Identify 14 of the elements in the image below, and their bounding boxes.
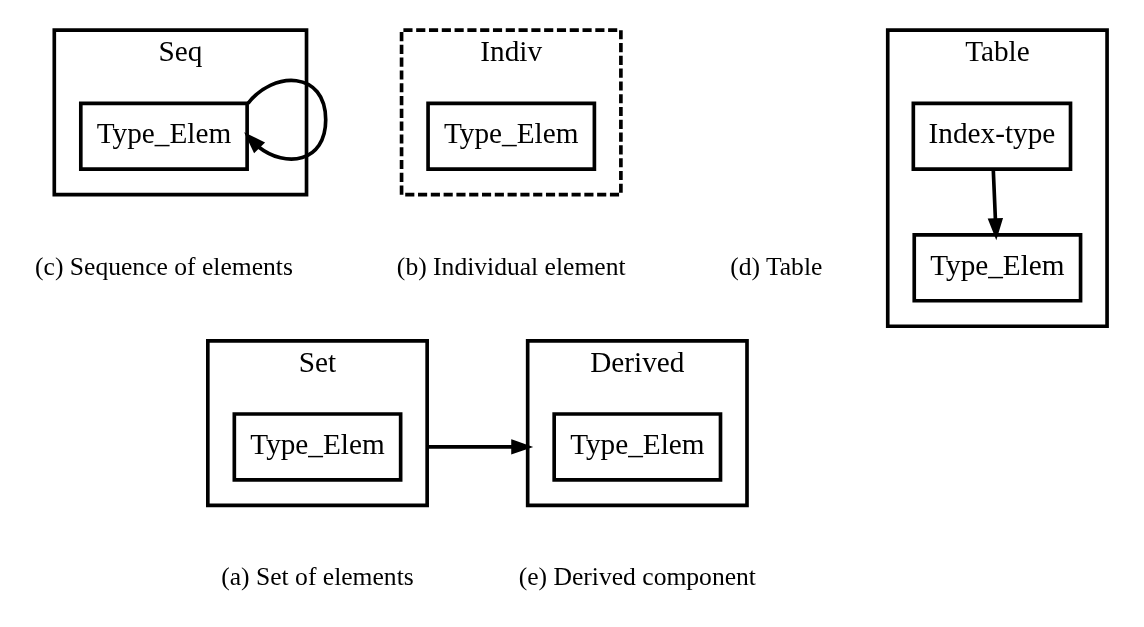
node-box: Index-type xyxy=(911,101,1073,171)
arrow xyxy=(427,439,534,455)
node-label: (b) Individual element xyxy=(396,251,626,281)
node-label: (d) Table xyxy=(730,251,823,281)
node-box: Type_Elem xyxy=(426,101,597,171)
arrow xyxy=(987,169,1004,241)
node-label: (e) Derived component xyxy=(518,562,756,592)
node-box: Type_Elem xyxy=(232,412,403,482)
node-label: (c) Sequence of elements xyxy=(35,251,293,281)
node-box: Type_Elem xyxy=(78,101,249,171)
node-box: Type_Elem xyxy=(912,233,1083,303)
arrow xyxy=(244,78,328,161)
node-box: Type_Elem xyxy=(552,412,723,482)
node-label: (a) Set of elements xyxy=(221,562,414,592)
